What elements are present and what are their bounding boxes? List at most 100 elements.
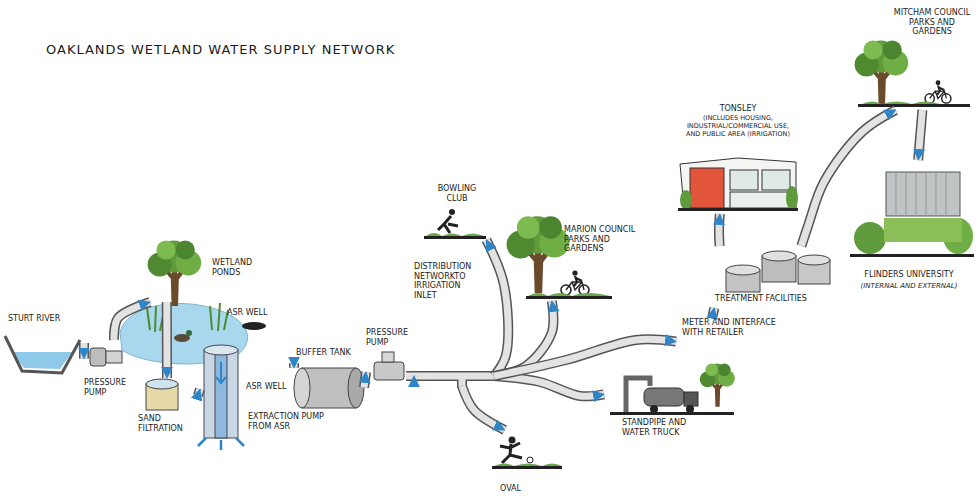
component-node: SAND FILTRATION	[136, 378, 198, 436]
pipe-connector	[713, 308, 715, 316]
diagram-title: OAKLANDS WETLAND WATER SUPPLY NETWORK	[46, 42, 395, 57]
component-label: SAND FILTRATION	[138, 414, 196, 433]
tonsley-building-picture-part	[680, 190, 692, 210]
component-node: BUFFER TANK	[294, 348, 364, 414]
pipe-outline	[289, 363, 299, 368]
component-node: MITCHAM COUNCIL PARKS AND GARDENS	[842, 8, 976, 110]
pipe-connector	[918, 110, 922, 160]
component-node: ASR WELL	[224, 306, 280, 334]
pipe-outline	[918, 110, 922, 160]
distribution-main-pipe	[406, 376, 494, 388]
flinders-university-picture-part	[884, 218, 962, 242]
component-node: WETLAND PONDS	[136, 240, 276, 302]
sand-filter-symbol	[146, 379, 178, 410]
oval-picture	[492, 437, 562, 470]
tonsley-building-picture-part	[730, 192, 790, 208]
asr-well-symbol-part	[215, 346, 227, 438]
component-label: (INCLUDES HOUSING, INDUSTRIAL/COMMERCIAL…	[685, 115, 791, 138]
component-node: STANDPIPE AND WATER TRUCK	[604, 352, 736, 446]
component-label: BUFFER TANK	[296, 348, 362, 358]
bowling-club-picture-part	[426, 233, 484, 236]
pipe-connector	[801, 110, 895, 246]
standpipe-truck-picture-part	[684, 392, 698, 406]
pipe-outline	[486, 240, 508, 376]
component-node: PRESSURE PUMP	[366, 328, 414, 386]
pipe-outline	[364, 372, 366, 388]
pipe-body	[198, 389, 200, 395]
pipe-connector	[414, 376, 415, 377]
component-label: ASR WELL	[227, 308, 277, 318]
pressure-pump-symbol-part	[90, 348, 106, 366]
pipe-connector	[494, 376, 604, 396]
sturt-river-channel	[5, 336, 80, 373]
pipe-body	[364, 372, 366, 388]
component-label: EXTRACTION PUMP FROM ASR	[248, 412, 326, 431]
bowling-club-picture	[424, 209, 486, 239]
component-label: MARION COUNCIL PARKS AND GARDENS	[564, 225, 646, 254]
pipe-outline	[801, 110, 895, 246]
pipe-body	[494, 339, 676, 376]
tonsley-building-picture-part	[730, 170, 758, 190]
pipe-outline	[494, 339, 676, 376]
asr-well-symbol-part	[216, 362, 226, 383]
flinders-university-picture-part	[886, 172, 960, 216]
pipe-connector	[718, 214, 720, 246]
component-label: PRESSURE PUMP	[84, 378, 132, 397]
treatment-tanks-picture	[726, 251, 830, 292]
tonsley-building-picture-part	[690, 168, 724, 208]
component-node: STURT RIVER	[0, 312, 84, 374]
pipe-connector	[494, 339, 676, 376]
component-label: TONSLEY	[675, 104, 801, 114]
mitcham-parks-picture-part	[862, 102, 940, 105]
component-node: MARION COUNCIL PARKS AND GARDENS	[500, 205, 648, 301]
component-label: STANDPIPE AND WATER TRUCK	[622, 418, 708, 437]
mitcham-parks-picture-part	[855, 40, 909, 106]
oval-picture-part	[494, 464, 562, 467]
pipe-body	[715, 214, 723, 246]
component-node: DISTRIBUTION NETWORKTO IRRIGATION INLET	[414, 262, 494, 386]
distribution-main-pipe-part	[406, 376, 494, 388]
distribution-main-pipe-part	[406, 376, 494, 388]
component-label: STURT RIVER	[8, 314, 82, 324]
component-label: MITCHAM COUNCIL PARKS AND GARDENS	[890, 8, 974, 37]
pipe-outline	[79, 343, 89, 359]
tonsley-building-picture-part	[678, 208, 798, 211]
pipe-outline	[198, 389, 200, 395]
asr-well-head	[242, 322, 266, 330]
treatment-tanks-picture-part	[726, 265, 760, 275]
buffer-tank-symbol	[294, 368, 364, 408]
pipe-body	[918, 110, 922, 160]
pipe-outline	[409, 371, 419, 381]
tonsley-building-picture-part	[786, 186, 798, 210]
pressure-pump-symbol-part	[382, 352, 394, 362]
pipe-outline	[494, 376, 604, 396]
component-node: BOWLING CLUB	[418, 182, 494, 240]
pipe-outline	[713, 308, 715, 316]
standpipe-truck-picture-part	[610, 412, 734, 415]
mitcham-parks-picture-part	[858, 104, 970, 107]
pipe-body	[291, 363, 298, 368]
pressure-pump-symbol	[374, 352, 404, 380]
bowling-club-picture-part	[449, 209, 455, 215]
treatment-tanks-picture-part	[762, 251, 796, 261]
marion-parks-picture-part	[561, 270, 589, 295]
component-label: BOWLING CLUB	[432, 184, 482, 203]
pipe-connector	[294, 363, 295, 368]
component-node: ASR WELL	[200, 340, 294, 398]
sand-filter-symbol-part	[146, 379, 178, 389]
component-label: PRESSURE PUMP	[366, 328, 412, 347]
pipe-body	[713, 308, 715, 316]
pipe-body	[801, 110, 895, 246]
treatment-tanks-picture-part	[798, 255, 830, 265]
bowling-club-picture-part	[438, 216, 458, 233]
flinders-university-picture-part	[896, 172, 946, 216]
pipe-connector	[462, 386, 505, 430]
flinders-university-picture	[850, 172, 974, 257]
pipe-connector	[114, 302, 150, 340]
component-label: (INTERNAL AND EXTERNAL)	[842, 282, 976, 290]
component-node: PRESSURE PUMP	[84, 340, 134, 402]
oval-picture-part	[527, 457, 533, 463]
marion-parks-picture-part	[507, 216, 570, 293]
